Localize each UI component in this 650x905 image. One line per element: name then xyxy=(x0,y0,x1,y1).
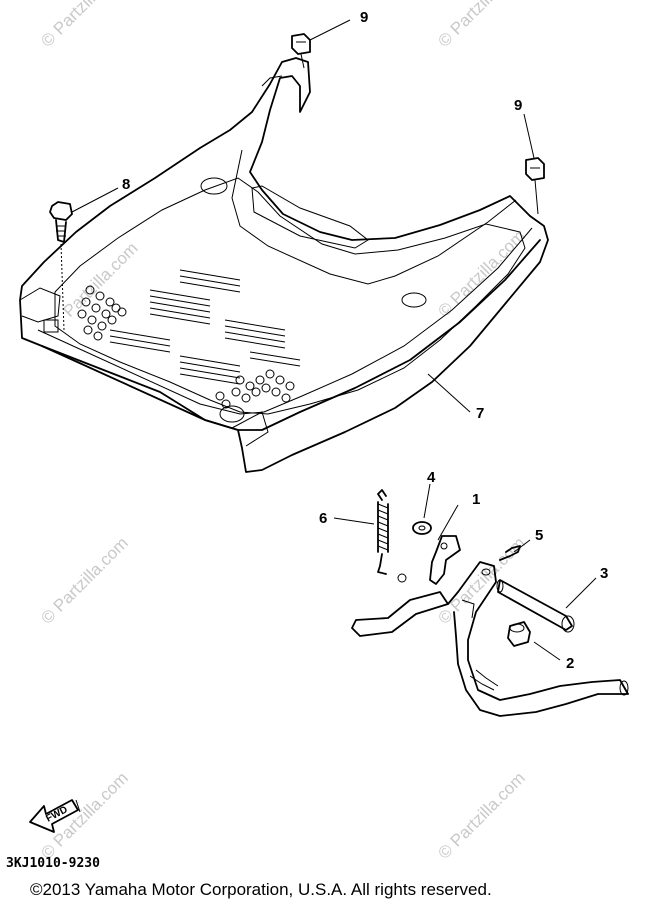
callout-7: 7 xyxy=(476,405,484,422)
callout-1: 1 xyxy=(472,491,480,508)
spring-part xyxy=(377,489,389,575)
floorboard-part xyxy=(19,57,549,473)
bolt-part xyxy=(49,201,73,331)
callout-2: 2 xyxy=(566,655,574,672)
mount-hole xyxy=(200,177,228,195)
bracket-part xyxy=(429,535,461,585)
callout-4: 4 xyxy=(427,469,436,486)
watermark: © Partzilla.com xyxy=(434,226,528,320)
watermark-layer: © Partzilla.com © Partzilla.com Partzill… xyxy=(37,0,528,863)
callout-9: 9 xyxy=(514,97,522,114)
tread-pattern xyxy=(109,269,301,385)
watermark: © Partzilla.com xyxy=(434,768,528,862)
dimple-pattern xyxy=(77,285,295,409)
callout-5: 5 xyxy=(535,527,543,544)
bushing-part xyxy=(507,621,531,647)
cotter-pin-part xyxy=(499,545,521,561)
washer-part xyxy=(412,521,432,535)
callout-6: 6 xyxy=(319,510,327,527)
callout-8: 8 xyxy=(122,176,130,193)
callout-9: 9 xyxy=(360,9,368,26)
mount-hole xyxy=(401,292,427,308)
callout-3: 3 xyxy=(600,565,608,582)
clip-part xyxy=(291,33,311,69)
watermark: © Partzilla.com xyxy=(434,0,528,51)
mount-hole xyxy=(219,405,245,423)
leader-lines xyxy=(71,19,597,661)
watermark: © Partzilla.com xyxy=(37,0,131,51)
shaft-part xyxy=(496,579,575,633)
main-stand-part xyxy=(351,561,629,717)
clip-part xyxy=(525,157,545,215)
diagram-code: 3KJ1010-9230 xyxy=(6,856,100,871)
copyright-text: ©2013 Yamaha Motor Corporation, U.S.A. A… xyxy=(30,880,492,899)
watermark: © Partzilla.com xyxy=(37,533,131,627)
